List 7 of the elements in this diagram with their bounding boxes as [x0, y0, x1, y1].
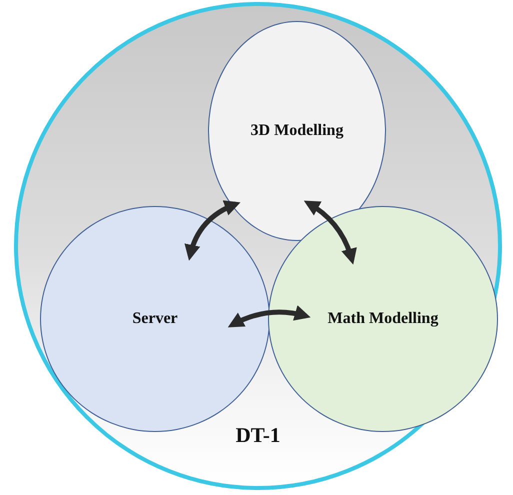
circle-label: Math Modelling [328, 310, 438, 328]
circle-label: Server [132, 310, 178, 328]
double-arrow [304, 200, 356, 265]
circle-label: 3D Modelling [250, 122, 344, 140]
diagram-label: DT-1 [234, 423, 282, 448]
double-arrow [184, 200, 240, 261]
double-arrow [228, 305, 311, 328]
